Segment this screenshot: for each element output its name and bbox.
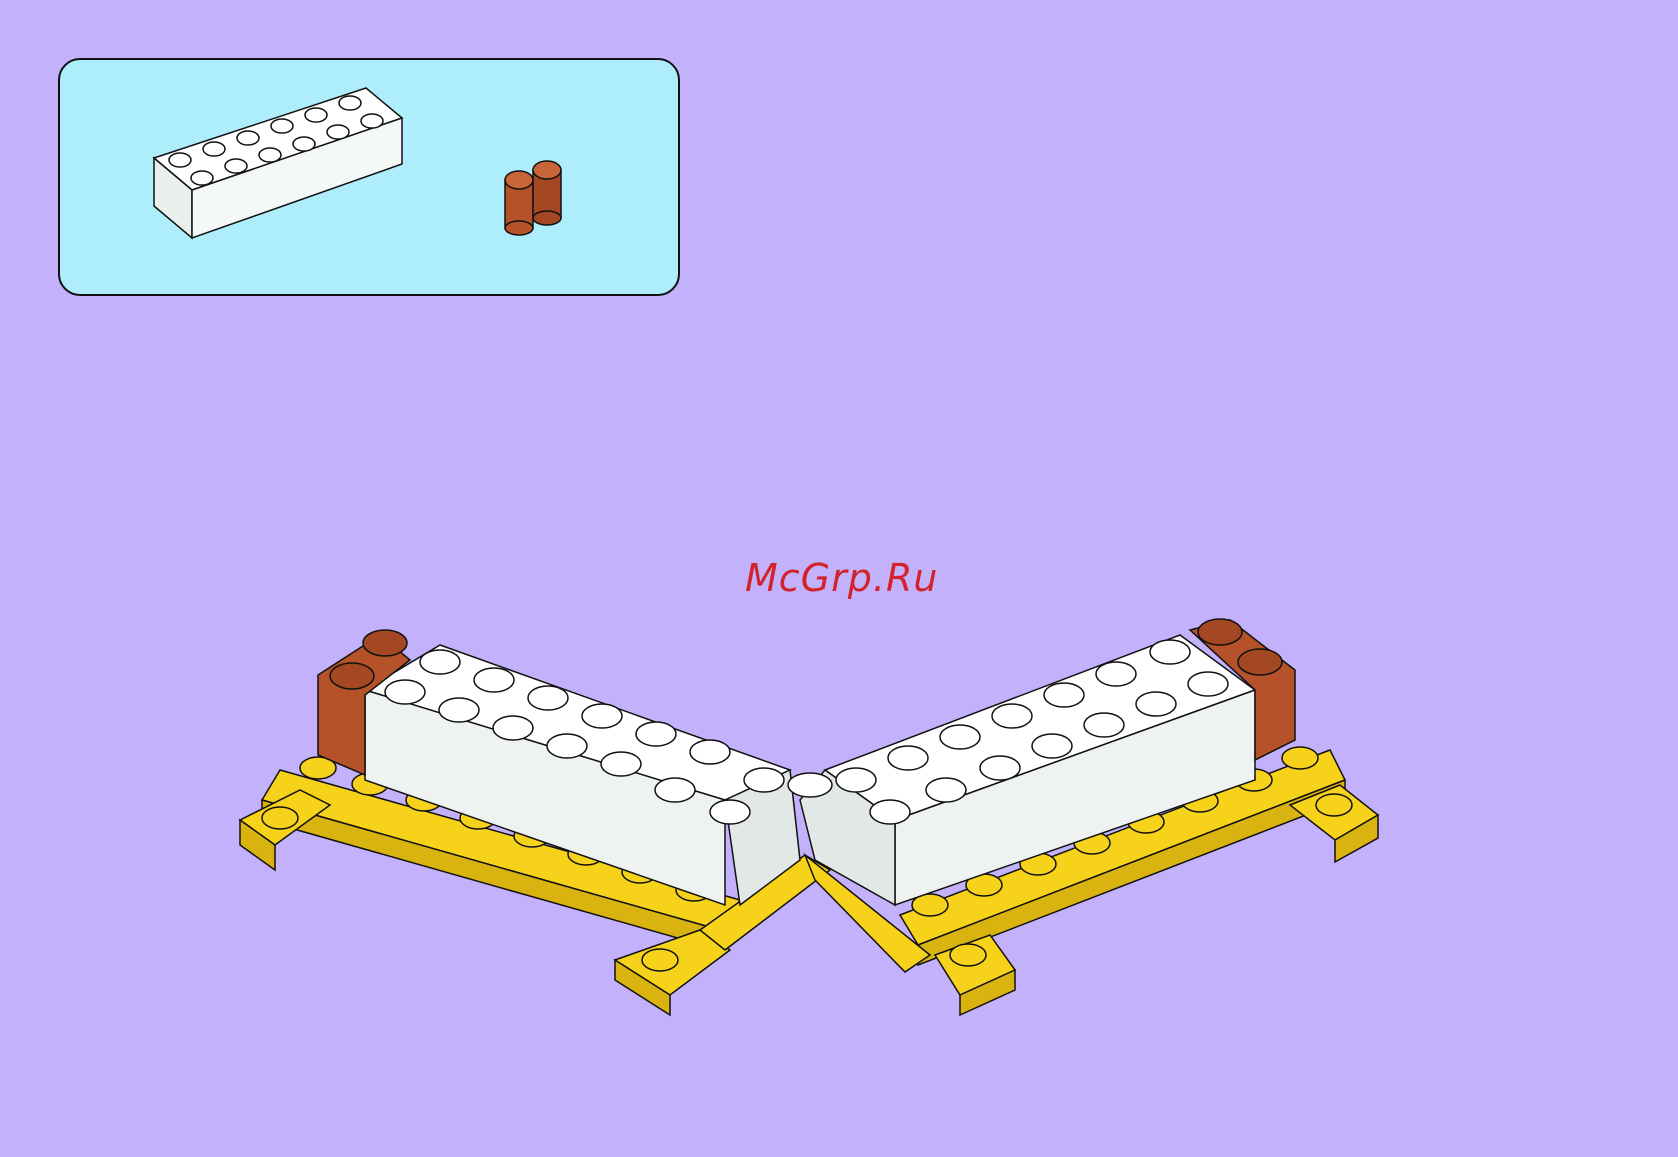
assembled-model (0, 0, 1678, 1157)
